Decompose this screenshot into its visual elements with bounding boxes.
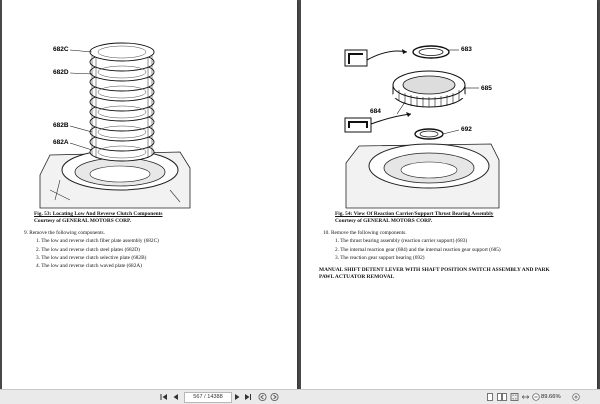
single-page-view-button[interactable] <box>486 392 494 402</box>
prev-page-button[interactable] <box>172 392 179 402</box>
two-page-view-button[interactable] <box>497 392 507 402</box>
two-page-icon <box>497 393 507 401</box>
callout-682b: 682B <box>53 122 69 129</box>
section-heading: MANUAL SHIFT DETENT LEVER WITH SHAFT POS… <box>319 267 550 281</box>
callout-682a: 682A <box>53 139 69 146</box>
section-heading-line1: MANUAL SHIFT DETENT LEVER WITH SHAFT POS… <box>319 267 550 273</box>
zoom-level[interactable]: 89.66% <box>541 394 561 400</box>
list-item: 4. The low and reverse clutch waved plat… <box>36 263 142 270</box>
callout-685: 685 <box>481 85 492 92</box>
step-text: 9. Remove the following components. <box>24 230 105 236</box>
fit-width-icon <box>521 395 530 399</box>
fit-page-button[interactable] <box>510 392 519 402</box>
list-item: 3. The reaction gear support bearing (69… <box>335 254 425 261</box>
first-page-icon <box>160 394 167 400</box>
callout-692: 692 <box>461 126 472 133</box>
document-page-left: 682C 682D 682B 682A Fig. 53: Locating Lo… <box>2 0 297 389</box>
callout-684: 684 <box>370 108 381 115</box>
zoom-out-button[interactable] <box>532 392 540 402</box>
forward-icon <box>270 393 279 401</box>
next-page-button[interactable] <box>234 392 241 402</box>
list-item: 2. The low and reverse clutch steel plat… <box>36 246 140 253</box>
figure-caption: Fig. 53: Locating Low And Reverse Clutch… <box>34 211 162 224</box>
caption-title: Fig. 54: View Of Reaction Carrier/Suppor… <box>335 211 494 217</box>
section-heading-line2: PAWL ACTUATOR REMOVAL <box>319 273 395 280</box>
forward-button[interactable] <box>270 392 279 402</box>
instruction-list: 10. Remove the following components. 1. … <box>323 229 501 262</box>
caption-title: Fig. 53: Locating Low And Reverse Clutch… <box>34 211 163 217</box>
viewer-toolbar: 567 / 14388 <box>0 389 600 404</box>
zoom-in-button[interactable] <box>572 392 580 402</box>
zoom-out-icon <box>532 393 540 401</box>
back-button[interactable] <box>258 392 267 402</box>
list-item: 1. The thrust bearing assembly (reaction… <box>335 238 468 245</box>
prev-page-icon <box>173 394 178 400</box>
list-item: 2. The internal reaction gear (684) and … <box>335 246 501 253</box>
caption-credit: Courtesy of GENERAL MOTORS CORP. <box>34 217 132 224</box>
callout-683: 683 <box>461 46 472 53</box>
list-item: 3. The low and reverse clutch selective … <box>36 254 147 261</box>
document-page-right: 683 685 684 692 Fig. 54: View Of Reactio… <box>301 0 597 389</box>
single-page-icon <box>487 393 493 401</box>
zoom-in-icon <box>572 393 580 401</box>
next-page-icon <box>235 394 240 400</box>
caption-credit: Courtesy of GENERAL MOTORS CORP. <box>335 217 433 224</box>
list-item: 1. The low and reverse clutch fiber plat… <box>36 238 159 245</box>
instruction-list: 9. Remove the following components. 1. T… <box>24 229 159 270</box>
last-page-icon <box>245 394 251 400</box>
page-number-input[interactable]: 567 / 14388 <box>184 392 232 403</box>
figure-caption: Fig. 54: View Of Reaction Carrier/Suppor… <box>335 211 493 224</box>
fit-width-button[interactable] <box>521 392 530 402</box>
first-page-button[interactable] <box>160 392 168 402</box>
step-text: 10. Remove the following components. <box>323 230 407 236</box>
callout-682d: 682D <box>53 69 69 76</box>
fit-page-icon <box>510 393 519 401</box>
callout-682c: 682C <box>53 46 69 53</box>
thrust-bearing-figure <box>344 45 500 209</box>
clutch-components-figure <box>39 42 191 209</box>
last-page-button[interactable] <box>244 392 252 402</box>
back-icon <box>258 393 267 401</box>
